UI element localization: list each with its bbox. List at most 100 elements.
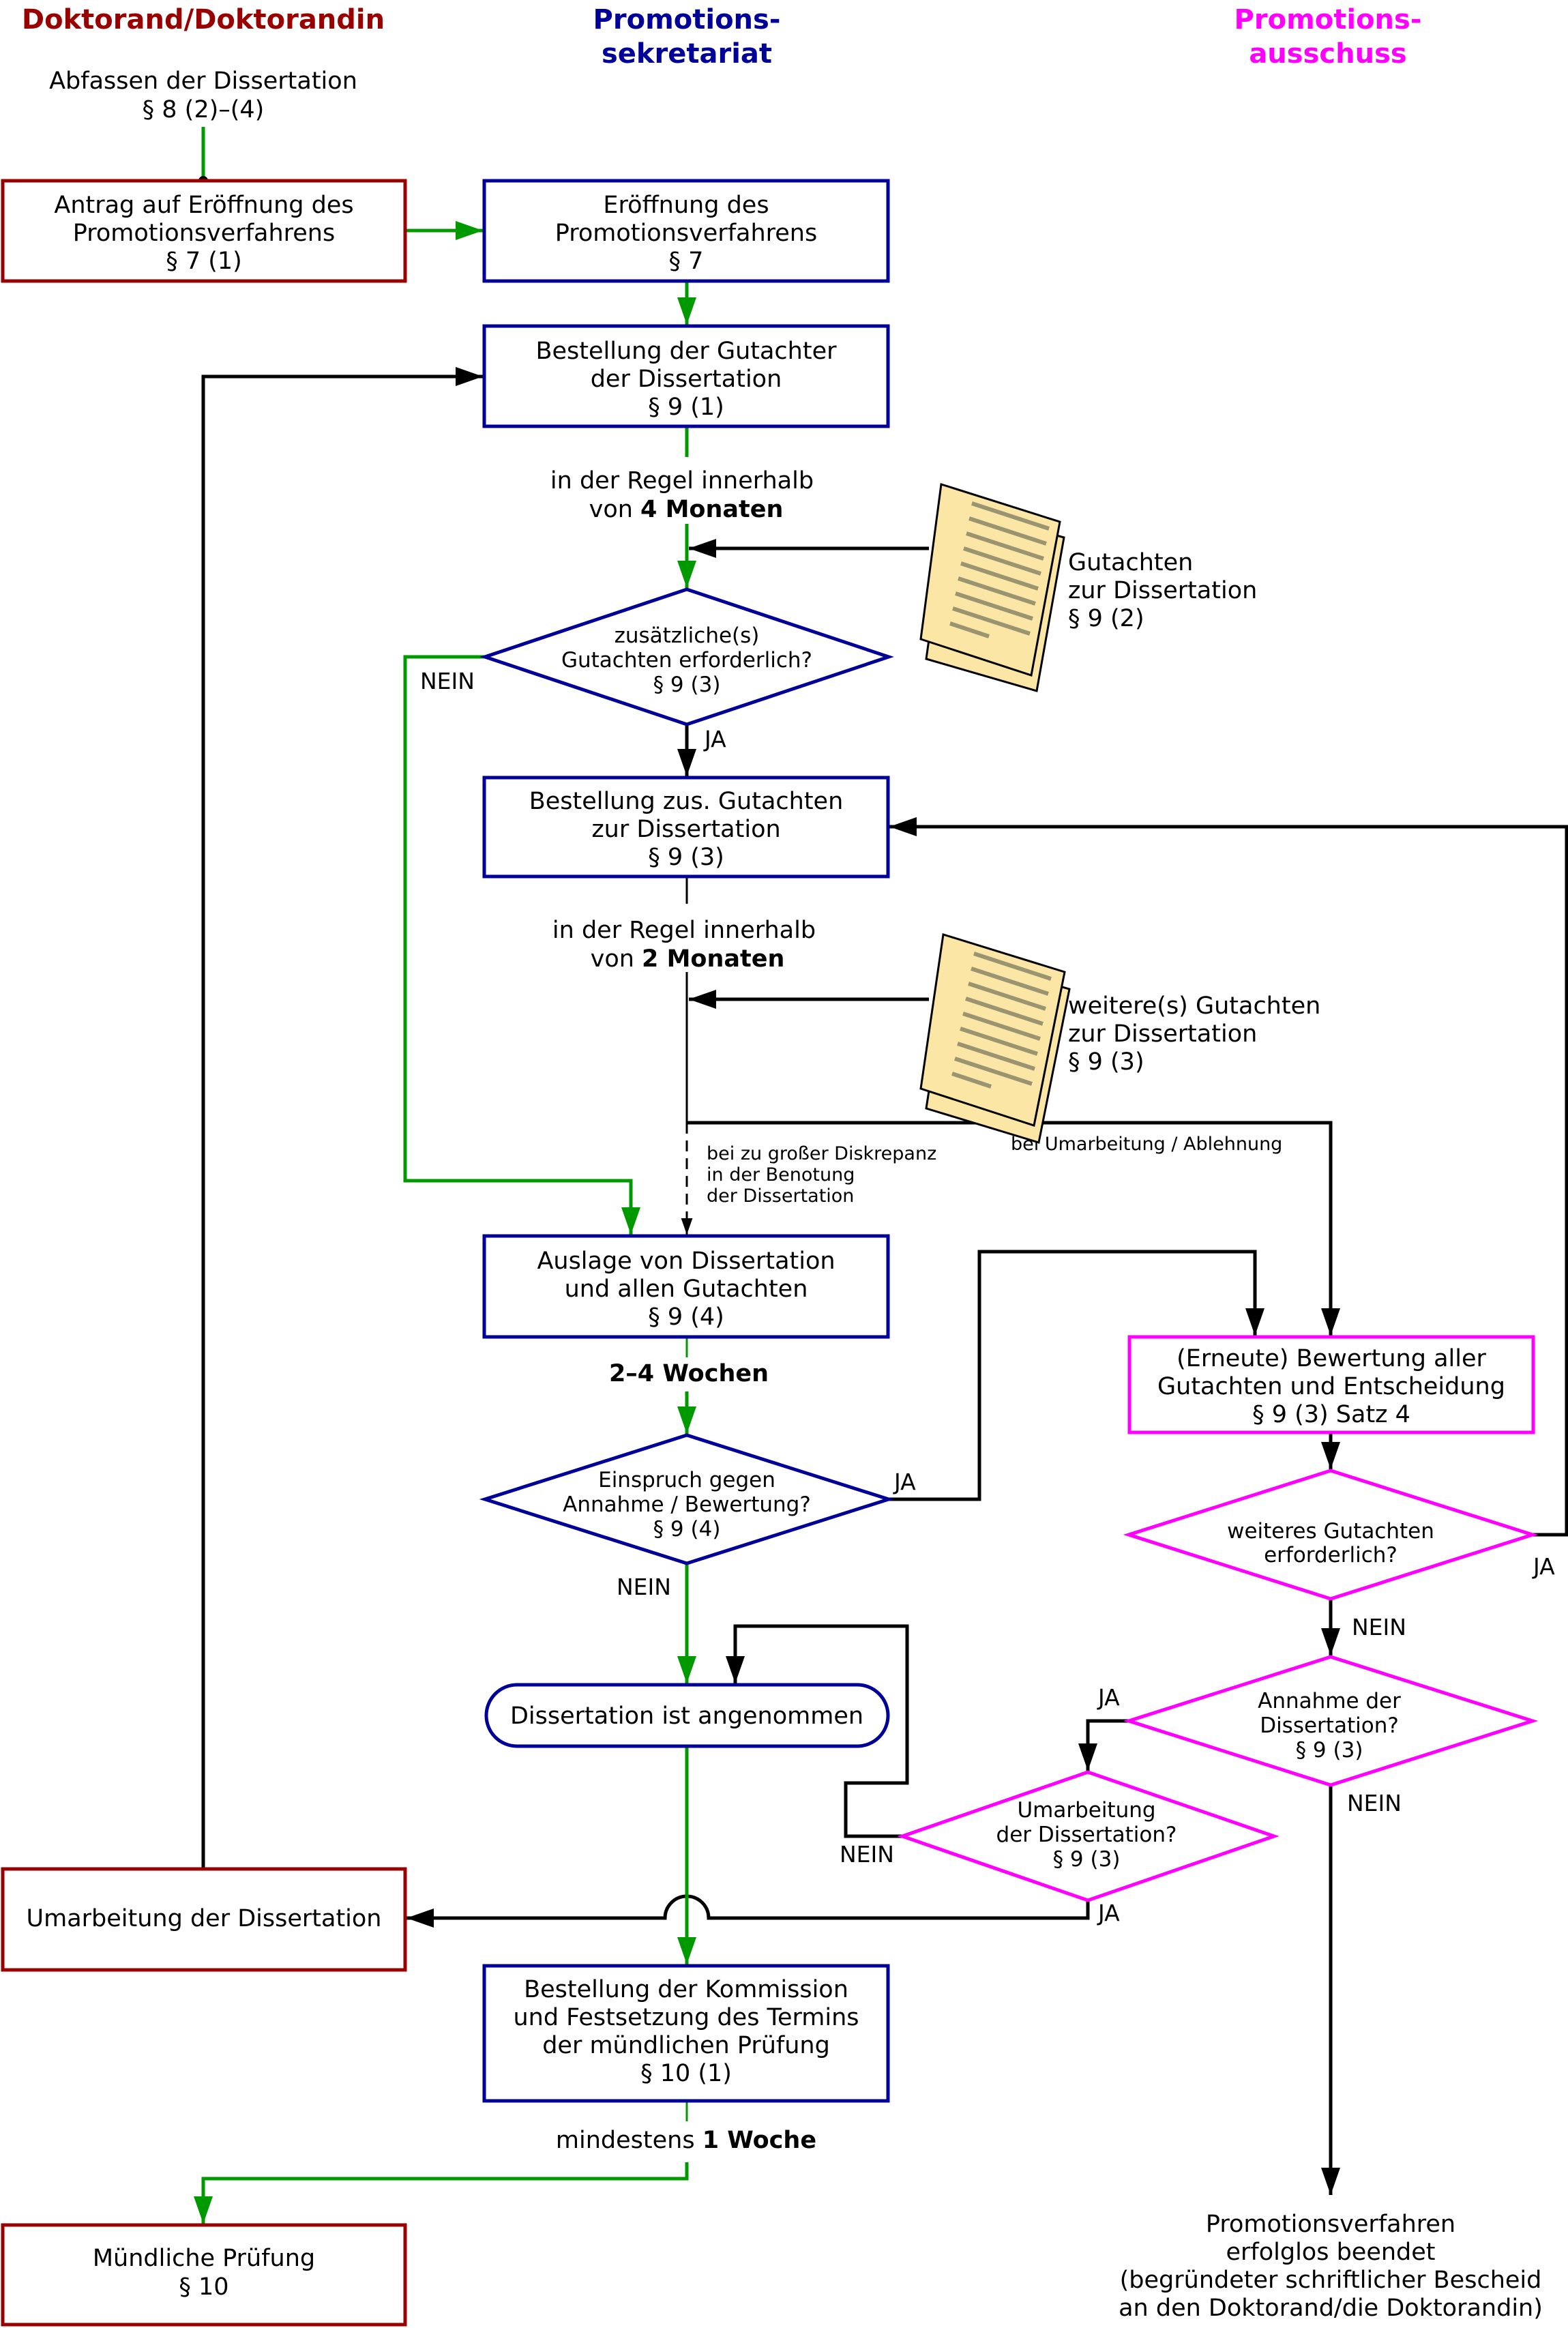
document-label: § 9 (2) [1068,605,1144,632]
duration-text: in der Regel innerhalb [552,917,816,944]
label-ja: JA [703,726,726,752]
label-ja: JA [1097,1900,1120,1926]
node-auslage[interactable]: Auslage von Dissertation und allen Gutac… [482,1234,890,1339]
node-text: Gutachten erforderlich? [561,648,812,673]
node-eroeffnung[interactable]: Eröffnung des Promotionsverfahrens § 7 [482,179,890,283]
document-label: weitere(s) Gutachten [1068,992,1320,1020]
node-dissertation-angenommen[interactable]: Dissertation ist angenommen [484,1683,890,1748]
node-text: Umarbeitung der Dissertation [26,1905,381,1932]
node-text: zur Dissertation [591,816,780,843]
label-ja: JA [1532,1553,1555,1580]
duration-text: in der Regel innerhalb [550,467,814,495]
edge-einspruch-ja [889,1250,1264,1501]
node-text: der Dissertation [591,366,782,393]
decision-zusaetzliche-gutachten[interactable]: zusätzliche(s) Gutachten erforderlich? §… [479,587,894,726]
label-nein: NEIN [1347,1790,1402,1816]
edge-weiteres-ja [889,817,1568,1537]
decision-einspruch[interactable]: Einspruch gegen Annahme / Bewertung? § 9… [479,1433,895,1565]
document-weitere-gutachten: weitere(s) Gutachten zur Dissertation § … [919,933,1320,1144]
node-text: Promotionsverfahrens [73,220,335,247]
label-ja: JA [1097,1684,1120,1711]
header-doktorand: Doktorand/Doktorandin [22,4,385,35]
node-text: § 9 (4) [648,1303,724,1331]
node-kommission[interactable]: Bestellung der Kommission und Festsetzun… [482,1964,890,2103]
node-antrag[interactable]: Antrag auf Eröffnung des Promotionsverfa… [1,179,407,283]
node-text: § 10 (1) [640,2060,732,2087]
start-paragraph: § 8 (2)–(4) [143,96,265,123]
decision-umarbeitung[interactable]: Umarbeitung der Dissertation? § 9 (3) [897,1770,1279,1902]
node-text: § 10 [179,2273,228,2301]
header-ausschuss-line1: Promotions- [1234,4,1422,35]
end-erfolglos: Promotionsverfahren erfolglos beendet (b… [1119,2211,1543,2322]
node-text: Eröffnung des [603,192,769,219]
node-text: der Dissertation? [996,1823,1177,1847]
node-umarbeitung[interactable]: Umarbeitung der Dissertation [1,1867,407,1972]
decision-annahme[interactable]: Annahme der Dissertation? § 9 (3) [1123,1655,1539,1787]
duration-text: von 4 Monaten [589,496,784,523]
decision-weiteres-gutachten[interactable]: weiteres Gutachten erforderlich? [1123,1469,1539,1601]
document-label: zur Dissertation [1068,1020,1257,1048]
label-diskrepanz: bei zu großer Diskrepanz in der Benotung… [707,1143,936,1207]
edge-umarbeitung-nein [726,1624,909,1838]
node-text: der mündlichen Prüfung [542,2032,830,2059]
node-text: § 9 (3) [653,673,721,697]
node-text: § 9 (3) Satz 4 [1252,1401,1410,1428]
duration-2-4-wochen: 2–4 Wochen [609,1360,769,1387]
end-text: erfolglos beendet [1226,2239,1435,2266]
end-text: (begründeter schriftlicher Bescheid [1120,2267,1542,2294]
node-text: zusätzliche(s) [615,623,760,648]
node-text: (Erneute) Bewertung aller [1177,1345,1486,1372]
node-text: Bestellung der Kommission [524,1976,848,2003]
document-label: Gutachten [1068,549,1193,576]
label-ja: JA [893,1469,916,1495]
start-abfassen: Abfassen der Dissertation § 8 (2)–(4) [49,68,357,123]
node-text: Annahme / Bewertung? [563,1492,811,1517]
label-umarbeitung-ablehnung: bei Umarbeitung / Ablehnung [1011,1134,1282,1155]
document-gutachten: Gutachten zur Dissertation § 9 (2) [919,483,1257,692]
label-text: bei zu großer Diskrepanz [707,1143,936,1164]
node-bewertung[interactable]: (Erneute) Bewertung aller Gutachten und … [1127,1335,1535,1434]
header-sekretariat-line1: Promotions- [593,4,781,35]
start-line: Abfassen der Dissertation [49,68,357,95]
node-text: § 9 (1) [648,394,724,421]
node-text: § 9 (3) [1296,1738,1363,1763]
document-icon [919,933,1071,1144]
document-label: zur Dissertation [1068,577,1257,604]
node-text: Gutachten und Entscheidung [1157,1373,1505,1400]
node-bestellung-zus-gutachten[interactable]: Bestellung zus. Gutachten zur Dissertati… [482,776,890,879]
label-nein: NEIN [420,668,475,694]
end-text: Promotionsverfahren [1206,2211,1455,2238]
duration-1-woche: mindestens 1 Woche [556,2127,816,2154]
node-text: § 7 [669,248,704,275]
node-text: Dissertation? [1260,1713,1399,1738]
edge-woche-muendliche [194,2162,689,2224]
label-nein: NEIN [1352,1614,1406,1640]
node-text: Promotionsverfahrens [555,220,817,247]
end-text: an den Doktorand/die Doktorandin) [1119,2295,1543,2322]
node-text: Dissertation ist angenommen [510,1703,863,1730]
label-nein: NEIN [617,1574,671,1600]
node-muendliche-pruefung[interactable]: Mündliche Prüfung § 10 [1,2223,407,2327]
node-text: § 7 (1) [166,248,242,275]
lane-header-doktorand: Doktorand/Doktorandin [22,4,385,35]
edge-umarbeitung-ja [406,1894,1090,1928]
lane-header-ausschuss: Promotions- ausschuss [1234,4,1422,70]
node-text: Bestellung zus. Gutachten [529,788,844,815]
document-label: § 9 (3) [1068,1048,1144,1076]
header-ausschuss-line2: ausschuss [1249,38,1406,70]
header-sekretariat-line2: sekretariat [602,38,772,70]
node-text: Einspruch gegen [598,1468,775,1492]
connectors [194,127,1568,2224]
node-text: § 9 (4) [653,1517,721,1542]
label-text: der Dissertation [707,1185,854,1207]
node-text: § 9 (3) [648,844,724,871]
edge-umarbeitung-bestellung [201,367,483,1869]
node-text: Umarbeitung [1017,1798,1155,1823]
node-text: Mündliche Prüfung [93,2245,315,2272]
node-bestellung-gutachter[interactable]: Bestellung der Gutachter der Dissertatio… [482,324,890,428]
node-text: Auslage von Dissertation [537,1248,835,1275]
node-text: und allen Gutachten [565,1276,808,1303]
label-nein: NEIN [840,1841,894,1868]
node-text: und Festsetzung des Termins [513,2004,859,2031]
